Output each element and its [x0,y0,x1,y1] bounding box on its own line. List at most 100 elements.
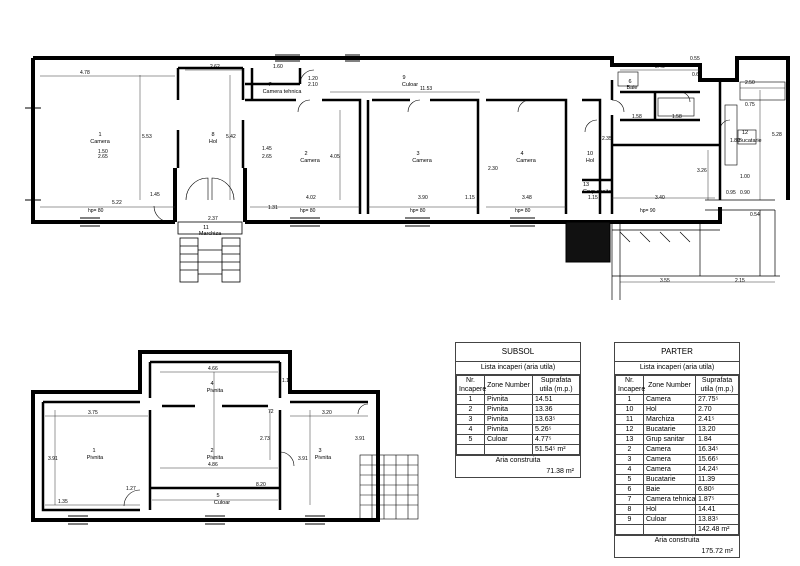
cell-zone: Camera [643,454,696,465]
room-number: 3 [318,448,321,454]
col-header: Suprafata utila (m.p.) [532,375,580,395]
dim-label: 4.78 [80,70,90,76]
cell-area: 5.26⁵ [532,424,580,435]
cell-area: 16.34⁵ [695,444,739,455]
dim-label: 3.20 [322,410,332,416]
table-title: PARTER [615,343,739,362]
basement-plan [31,350,419,525]
built-area-label: Aria construita [456,455,580,466]
cell-area: 11.39 [695,474,739,485]
room-number: 8 [211,132,214,138]
dim-label: 1.13 [282,378,292,384]
dim-label: 3.90 [418,195,428,201]
col-header: Suprafata utila (m.p.) [695,375,739,395]
small-label: 2.30 [488,166,498,172]
col-header: Nr. Incapere [456,375,486,395]
room-name: Bucatarie [738,138,761,144]
dim-label: 1.58 [672,114,682,120]
cell-zone: Camera [643,444,696,455]
dim-label: 2.37 [208,216,218,222]
room-number: 11 [203,225,209,231]
room-number: 3 [416,151,419,157]
cell-nr: 3 [456,414,485,425]
room-number: 10 [587,151,593,157]
parter-room-table: PARTER Lista incaperi (aria utila) Nr. I… [614,342,740,558]
room-number: 6 [628,79,631,85]
built-area-label: Aria construita [615,535,739,546]
dim-label: 1.35 [58,499,68,505]
room-list-table: Nr. Incapere Zone Number Suprafata utila… [615,375,739,535]
room-name: Marchiza [199,231,222,237]
room-name: Pivnita [315,455,332,461]
cell-nr: 10 [615,404,644,415]
cell-zone: Bucatarie [643,424,696,435]
room-name: Camera [516,158,537,164]
dim-label: 5.42 [226,134,236,140]
cell-nr: 6 [615,484,644,495]
col-header: Zone Number [643,375,696,395]
dim-label: 1.60 [273,64,283,70]
room-number: 13 [583,182,589,188]
dim-label: 1.80 [730,138,740,144]
dim-label: 11.53 [420,86,432,92]
dim-label: 2.15 [735,278,745,284]
hatched-block [565,221,611,263]
room-name: Camera [90,139,111,145]
room-number: 1 [92,448,95,454]
dim-label: 4.66 [208,366,218,372]
dim-label: 3.91 [298,456,308,462]
window-label: hp= 80 [515,208,531,214]
cell-nr: 4 [615,464,644,475]
cell-nr: 9 [615,514,644,525]
col-header: Zone Number [484,375,533,395]
dim-label: 5.53 [142,134,152,140]
cell-area: 2.41⁵ [695,414,739,425]
cell-area: 14.41 [695,504,739,515]
cell-nr: 2 [615,444,644,455]
room-number: 2 [304,151,307,157]
room-number: 9 [402,75,405,81]
window-label: hp= 80 [300,208,316,214]
cell-area: 15.66⁵ [695,454,739,465]
dim-label: 5.22 [112,200,122,206]
small-label: 1.50 [98,149,108,155]
cell-area: 4.77⁵ [532,434,580,445]
dim-label: 1.45 [262,146,272,152]
built-area-value: 71.38 m² [546,468,574,475]
room-name: Pivnita [207,455,224,461]
cell-zone: Camera [643,394,696,405]
cell-nr: 12 [615,424,644,435]
cell-area: 13.36 [532,404,580,415]
dim-label: 3.91 [48,456,58,462]
dim-label: 1.45 [150,192,160,198]
dim-label: 1.31 [268,205,278,211]
cell-nr: 8 [615,504,644,515]
cell-area: 13.20 [695,424,739,435]
cell-zone: Pivnita [484,414,533,425]
dim-label: 0.65 [692,72,702,78]
cell-zone: Hol [643,504,696,515]
cell-zone: Pivnita [484,404,533,415]
room-name: Hol [209,139,217,145]
dim-label: 2.62 [210,64,220,70]
dim-label: 4.86 [208,462,218,468]
room-number: 12 [742,130,748,136]
room-number: 1 [98,132,101,138]
room-name: Pivnita [207,388,224,394]
dim-label: 1.15 [588,195,598,201]
cell-nr: 1 [456,394,485,405]
total-row: 51.54⁵ m² [456,444,580,455]
cell-zone: Camera tehnica [643,494,696,505]
room-name: Grup sanitar [583,189,613,195]
cell-nr: 11 [615,414,644,425]
dim-label: 3.40 [655,195,665,201]
